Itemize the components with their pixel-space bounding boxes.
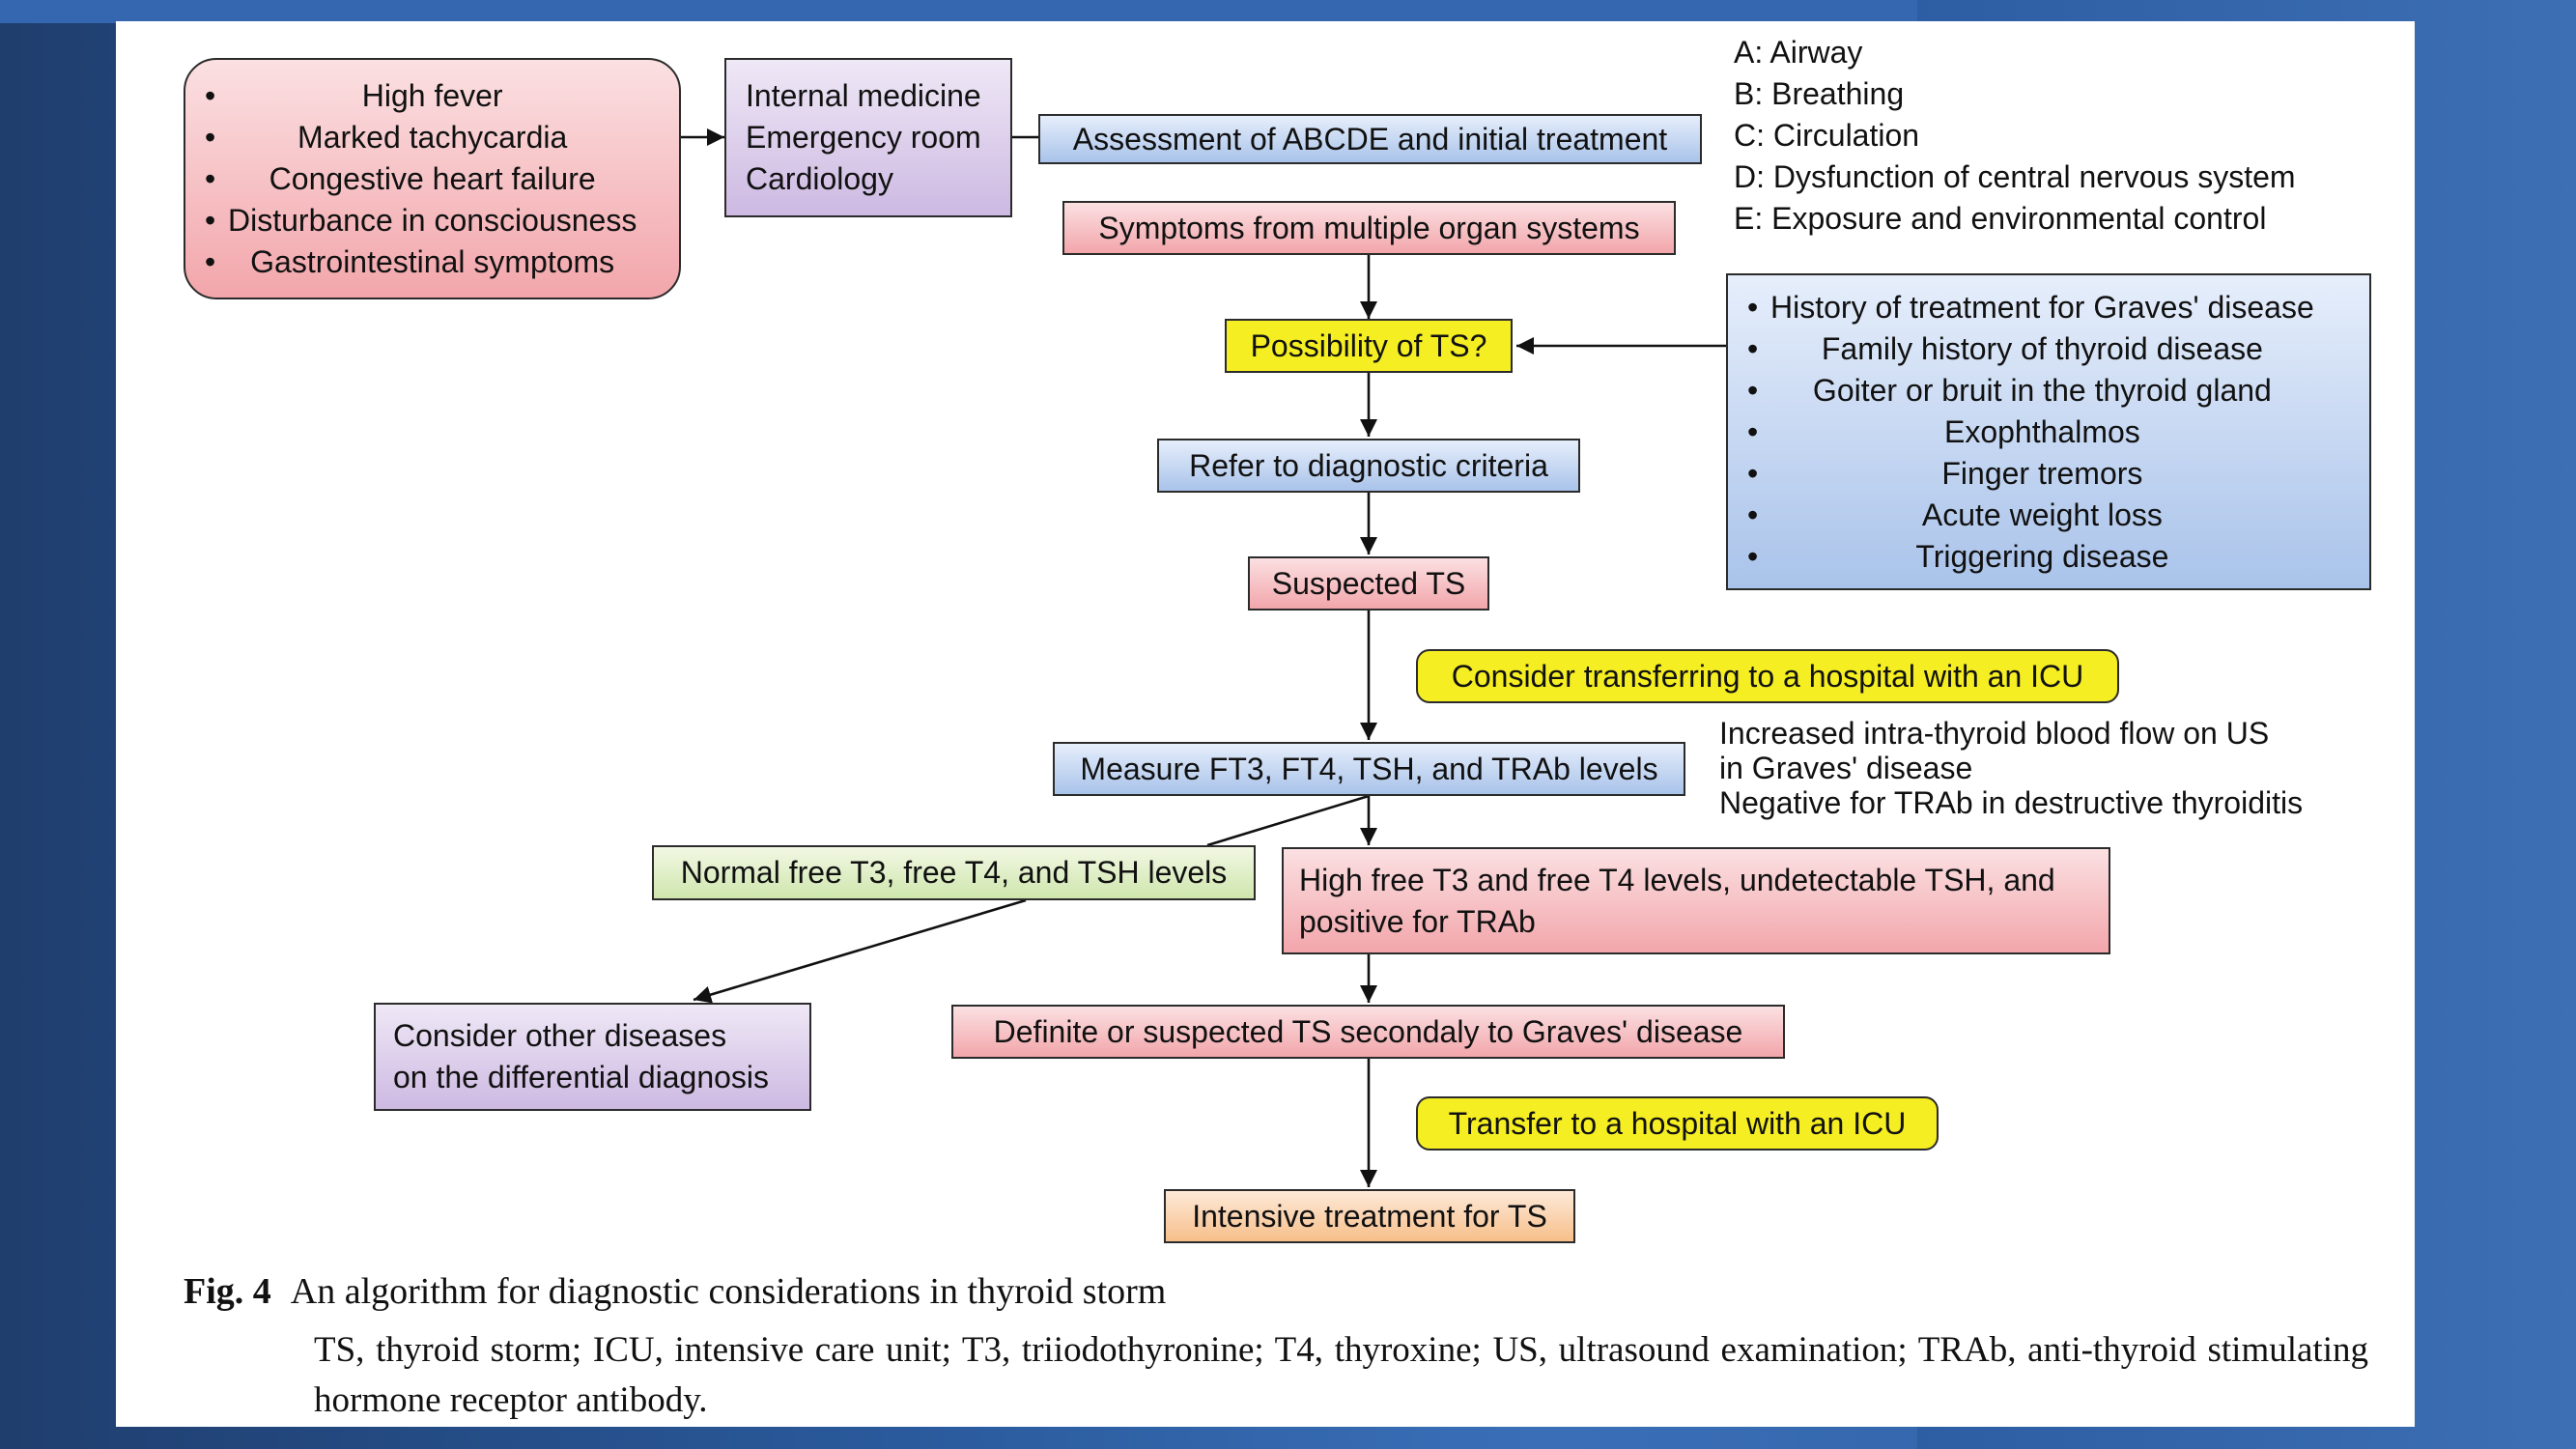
history-box: History of treatment for Graves' disease… xyxy=(1726,273,2371,590)
department-item: Emergency room xyxy=(746,120,981,155)
definite-ts-label: Definite or suspected TS secondaly to Gr… xyxy=(993,1013,1743,1049)
abcde-assessment-label: Assessment of ABCDE and initial treatmen… xyxy=(1072,121,1668,156)
line-measure-to-normal xyxy=(1206,794,1370,847)
abcde-legend-item: C: Circulation xyxy=(1734,118,1920,153)
high-levels-line: positive for TRAb xyxy=(1299,903,1536,939)
history-item: Family history of thyroid disease xyxy=(1745,328,2314,370)
figure-caption-body: TS, thyroid storm; ICU, intensive care u… xyxy=(314,1330,2368,1420)
consider-transfer-label: Consider transferring to a hospital with… xyxy=(1451,658,2084,694)
abcde-legend-item: D: Dysfunction of central nervous system xyxy=(1734,159,2296,194)
multi-organ-label: Symptoms from multiple organ systems xyxy=(1098,210,1640,245)
abcde-legend-item: E: Exposure and environmental control xyxy=(1734,201,2267,236)
high-levels-line: High free T3 and free T4 levels, undetec… xyxy=(1299,862,2055,897)
figure-label: Fig. 4 xyxy=(184,1271,271,1312)
other-diseases-line: Consider other diseases xyxy=(393,1018,727,1053)
figure-caption-title: Fig. 4 An algorithm for diagnostic consid… xyxy=(184,1267,1166,1316)
intensive-treatment-label: Intensive treatment for TS xyxy=(1192,1198,1547,1234)
definite-ts-box: Definite or suspected TS secondaly to Gr… xyxy=(951,1005,1785,1059)
other-diseases-box: Consider other diseases on the different… xyxy=(374,1003,811,1111)
history-item: History of treatment for Graves' disease xyxy=(1745,287,2314,328)
normal-levels-box: Normal free T3, free T4, and TSH levels xyxy=(652,845,1256,900)
multi-organ-box: Symptoms from multiple organ systems xyxy=(1062,201,1676,255)
refer-criteria-label: Refer to diagnostic criteria xyxy=(1189,447,1548,483)
abcde-legend: A: Airway B: Breathing C: Circulation D:… xyxy=(1734,32,2296,240)
suspected-ts-label: Suspected TS xyxy=(1271,565,1466,601)
history-item: Exophthalmos xyxy=(1745,412,2314,453)
transfer-icu-label: Transfer to a hospital with an ICU xyxy=(1448,1105,1907,1141)
figure-title: An algorithm for diagnostic consideratio… xyxy=(290,1271,1167,1312)
abcde-assessment-box: Assessment of ABCDE and initial treatmen… xyxy=(1038,114,1702,164)
note-line: Increased intra-thyroid blood flow on US xyxy=(1719,716,2270,751)
symptom-item: High fever xyxy=(203,75,637,117)
history-item: Triggering disease xyxy=(1745,536,2314,578)
symptom-item: Gastrointestinal symptoms xyxy=(203,242,637,283)
department-item: Internal medicine xyxy=(746,78,981,113)
measure-levels-label: Measure FT3, FT4, TSH, and TRAb levels xyxy=(1080,751,1658,786)
history-item: Finger tremors xyxy=(1745,453,2314,495)
symptom-item: Disturbance in consciousness xyxy=(203,200,637,242)
symptom-item: Marked tachycardia xyxy=(203,117,637,158)
transfer-icu-box: Transfer to a hospital with an ICU xyxy=(1416,1096,1939,1151)
departments-box: Internal medicine Emergency room Cardiol… xyxy=(724,58,1012,217)
ultrasound-trab-note: Increased intra-thyroid blood flow on US… xyxy=(1719,716,2303,820)
history-item: Goiter or bruit in the thyroid gland xyxy=(1745,370,2314,412)
other-diseases-line: on the differential diagnosis xyxy=(393,1060,770,1094)
normal-levels-label: Normal free T3, free T4, and TSH levels xyxy=(680,855,1228,890)
abcde-legend-item: A: Airway xyxy=(1734,35,1863,70)
intensive-treatment-box: Intensive treatment for TS xyxy=(1164,1189,1575,1243)
consider-transfer-box: Consider transferring to a hospital with… xyxy=(1416,649,2119,703)
symptoms-box: High fever Marked tachycardia Congestive… xyxy=(184,58,681,299)
arrow-normal-to-other xyxy=(693,898,1027,1004)
department-item: Cardiology xyxy=(746,161,893,196)
suspected-ts-box: Suspected TS xyxy=(1248,556,1489,611)
abcde-legend-item: B: Breathing xyxy=(1734,76,1905,111)
symptom-item: Congestive heart failure xyxy=(203,158,637,200)
possibility-label: Possibility of TS? xyxy=(1250,327,1487,363)
refer-criteria-box: Refer to diagnostic criteria xyxy=(1157,439,1580,493)
measure-levels-box: Measure FT3, FT4, TSH, and TRAb levels xyxy=(1053,742,1685,796)
history-item: Acute weight loss xyxy=(1745,495,2314,536)
note-line: Negative for TRAb in destructive thyroid… xyxy=(1719,785,2304,820)
note-line: in Graves' disease xyxy=(1719,751,1973,785)
possibility-box: Possibility of TS? xyxy=(1225,319,1513,373)
high-levels-box: High free T3 and free T4 levels, undetec… xyxy=(1282,847,2110,954)
